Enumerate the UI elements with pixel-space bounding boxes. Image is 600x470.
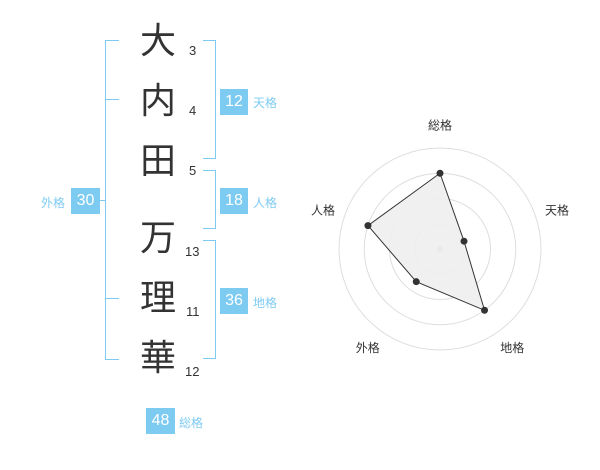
radar-point-3 <box>481 306 489 314</box>
char-6: 華 <box>140 338 177 379</box>
radar-point-4 <box>412 278 420 286</box>
stroke-count-5: 11 <box>186 304 200 319</box>
char-1: 大 <box>140 21 177 62</box>
stroke-count-1: 3 <box>189 43 197 58</box>
radar-point-2 <box>460 237 468 245</box>
radar-point-5 <box>364 222 372 230</box>
radar-ring-4 <box>338 147 542 351</box>
radar-axis-label-1: 総格 <box>428 118 452 133</box>
radar-axis-label-3: 地格 <box>500 340 524 355</box>
char-4: 万 <box>140 218 177 259</box>
soukaku-label: 総格 <box>179 416 204 430</box>
char-3: 田 <box>140 141 177 182</box>
jinkaku-value: 18 <box>220 188 248 214</box>
gaikaku-value: 30 <box>71 188 100 214</box>
chikaku-value: 36 <box>220 288 248 314</box>
radar-axis-label-5: 人格 <box>311 202 335 217</box>
char-2: 内 <box>140 81 177 122</box>
stroke-count-6: 12 <box>185 364 200 379</box>
jinkaku-label: 人格 <box>253 196 278 210</box>
gaikaku-label: 外格 <box>41 196 66 210</box>
stroke-count-2: 4 <box>189 103 197 118</box>
radar-polygon <box>367 172 486 312</box>
char-5: 理 <box>140 278 177 319</box>
radar-point-1 <box>436 169 444 177</box>
radar-axis-label-2: 天格 <box>545 202 569 217</box>
tenkaku-label: 天格 <box>253 96 278 110</box>
tenkaku-value: 12 <box>220 89 248 115</box>
chikaku-label: 地格 <box>253 296 278 310</box>
stroke-count-4: 13 <box>185 244 200 259</box>
soukaku-value: 48 <box>146 408 175 434</box>
stroke-count-3: 5 <box>189 163 197 178</box>
radar-axis-label-4: 外格 <box>356 340 380 355</box>
